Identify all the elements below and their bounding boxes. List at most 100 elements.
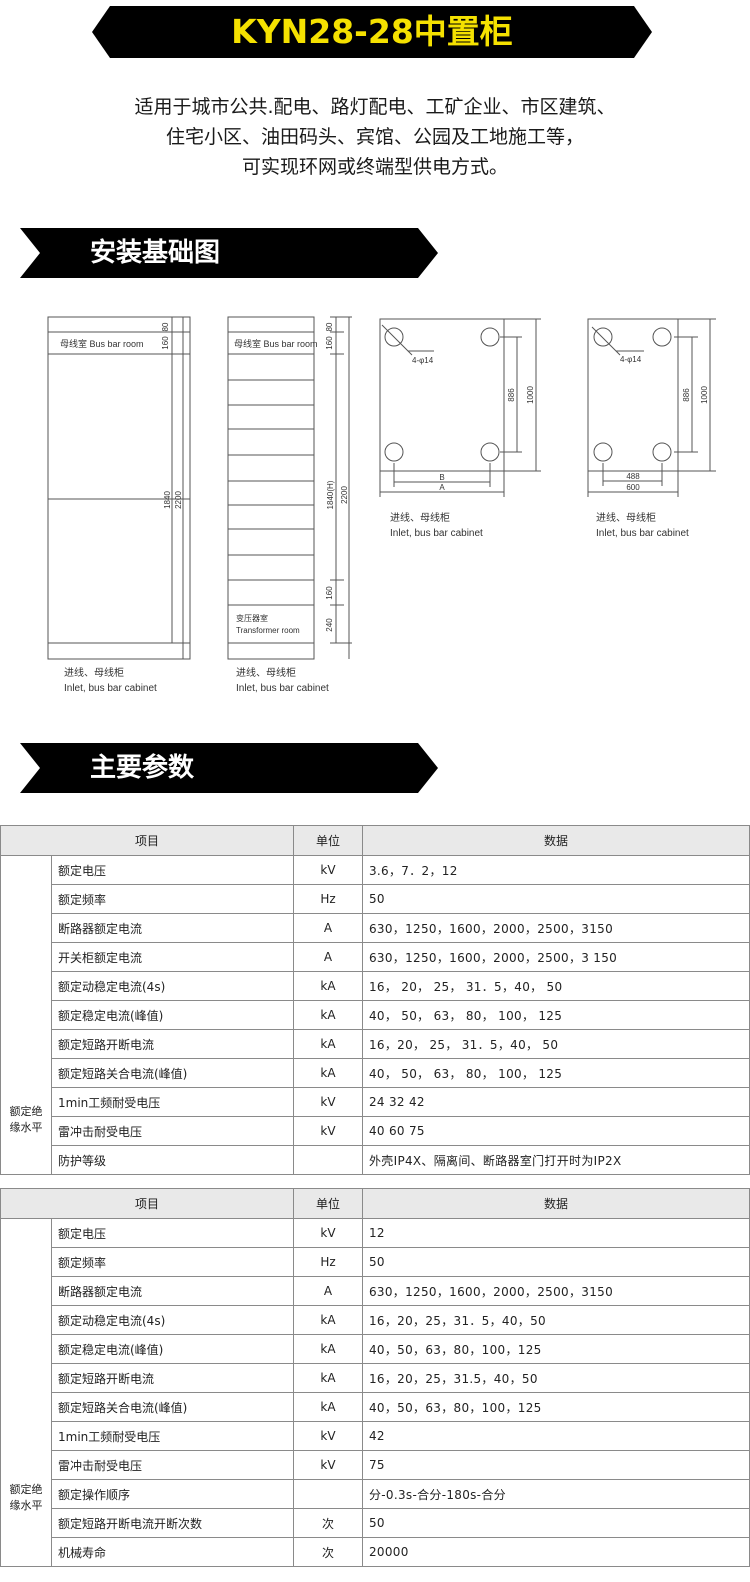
cab2-dim-1840h: 1840(H) (326, 480, 335, 509)
base1-dim-b: B (439, 473, 444, 482)
table2-item: 额定电压 (51, 1218, 294, 1248)
cab1-dim-160: 160 (161, 336, 170, 350)
table2-item: 额定短路开断电流 (51, 1363, 294, 1393)
table-row: 1min工频耐受电压 kV 24 32 42 (1, 1087, 750, 1117)
table1-unit: Hz (293, 884, 363, 914)
table-row: 额定动稳定电流(4s) kA 16，20，25，31．5，40，50 (1, 1305, 750, 1335)
table-row: 断路器额定电流 A 630，1250，1600，2000，2500，3150 (1, 913, 750, 943)
table-row: 额定绝缘水平 额定电压 kV 3.6，7．2，12 (0, 855, 750, 1175)
table1-unit: kA (293, 1058, 363, 1088)
params-table-2: 项目 单位 数据 额定绝缘水平 额定电压 kV 12 额定频率 Hz 50 断路… (0, 1188, 750, 1567)
table1-header-unit: 单位 (293, 825, 363, 856)
table1-value: 630，1250，1600，2000，2500，3150 (362, 913, 750, 943)
table1-item: 1min工频耐受电压 (51, 1087, 294, 1117)
table2-value: 75 (362, 1450, 750, 1480)
table2-value: 20000 (362, 1537, 750, 1567)
table2-unit (293, 1479, 363, 1509)
base2-hole-label: 4-φ14 (620, 355, 642, 364)
section-install-banner: 安装基础图 (20, 228, 438, 278)
cab1-dim-1840: 1840 (163, 491, 172, 509)
installation-drawing-svg: 母线室 Bus bar room 80 160 1840 2200 进线、母线柜… (47, 316, 716, 694)
intro-line-2: 住宅小区、油田码头、宾馆、公园及工地施工等， (165, 126, 584, 148)
cab2-dim-2200: 2200 (340, 486, 349, 504)
table1-unit: kV (293, 1087, 363, 1117)
table2-unit: Hz (293, 1247, 363, 1277)
cab1-caption-en: Inlet, bus bar cabinet (64, 683, 157, 694)
cab2-dim-80: 80 (325, 322, 334, 331)
intro-line-3: 可实现环网或终端型供电方式。 (241, 156, 508, 178)
table1-unit (293, 1145, 363, 1175)
table-row: 开关柜额定电流 A 630，1250，1600，2000，2500，3 150 (1, 942, 750, 972)
table2-unit: kA (293, 1392, 363, 1422)
table2-unit: 次 (293, 1508, 363, 1538)
table2-value: 16，20，25，31.5，40，50 (362, 1363, 750, 1393)
table1-unit: kA (293, 1029, 363, 1059)
table1-item: 额定电压 (51, 855, 294, 885)
cab2-dim-240: 240 (325, 618, 334, 632)
table2-item: 1min工频耐受电压 (51, 1421, 294, 1451)
page-title: KYN28-28中置柜 (231, 12, 513, 51)
table2-value: 40，50，63，80，100，125 (362, 1392, 750, 1422)
table-row: 断路器额定电流 A 630，1250，1600，2000，2500，3150 (1, 1276, 750, 1306)
table1-item: 额定动稳定电流(4s) (51, 971, 294, 1001)
table1-value: 外壳IP4X、隔离间、断路器室门打开时为IP2X (362, 1145, 750, 1175)
cab1-room-label: 母线室 Bus bar room (60, 338, 144, 349)
table2-header-item: 项目 (0, 1188, 294, 1219)
table1-item: 额定短路开断电流 (51, 1029, 294, 1059)
table1-item: 雷冲击耐受电压 (51, 1116, 294, 1146)
title-banner: KYN28-28中置柜 (92, 6, 652, 58)
table2-unit: kA (293, 1305, 363, 1335)
table1-item: 防护等级 (51, 1145, 294, 1175)
table2-item: 额定操作顺序 (51, 1479, 294, 1509)
cab1-caption-cn: 进线、母线柜 (64, 666, 124, 679)
table-row: 额定动稳定电流(4s) kA 16， 20， 25， 31．5，40， 50 (1, 971, 750, 1001)
base2-dim-886: 886 (682, 388, 691, 402)
table2-unit: A (293, 1276, 363, 1306)
table-row: 额定稳定电流(峰值) kA 40，50，63，80，100，125 (1, 1334, 750, 1364)
table1-unit: kA (293, 1000, 363, 1030)
intro-line-1: 适用于城市公共.配电、路灯配电、工矿企业、市区建筑、 (134, 96, 616, 118)
cab2-room-label: 母线室 Bus bar room (234, 338, 318, 349)
table2-item: 额定稳定电流(峰值) (51, 1334, 294, 1364)
cab2-caption-cn: 进线、母线柜 (236, 666, 296, 679)
section-params-title: 主要参数 (90, 753, 195, 783)
table1-value: 40， 50， 63， 80， 100， 125 (362, 1000, 750, 1030)
base1-dim-1000: 1000 (526, 386, 535, 404)
table-row: 额定稳定电流(峰值) kA 40， 50， 63， 80， 100， 125 (1, 1000, 750, 1030)
table2-group-label: 额定绝缘水平 (0, 1218, 52, 1567)
table2-unit: kA (293, 1334, 363, 1364)
table2-value: 50 (362, 1247, 750, 1277)
table1-header-value: 数据 (362, 825, 750, 856)
table1-value: 16， 20， 25， 31．5，40， 50 (362, 971, 750, 1001)
intro-text: 适用于城市公共.配电、路灯配电、工矿企业、市区建筑、 住宅小区、油田码头、宾馆、… (0, 92, 750, 182)
table2-item: 额定短路关合电流(峰值) (51, 1392, 294, 1422)
table-row: 额定频率 Hz 50 (1, 884, 750, 914)
base2-dim-1000: 1000 (700, 386, 709, 404)
table-row: 防护等级 外壳IP4X、隔离间、断路器室门打开时为IP2X (1, 1145, 750, 1175)
table1-item: 开关柜额定电流 (51, 942, 294, 972)
table1-unit: A (293, 942, 363, 972)
base1-hole-label: 4-φ14 (412, 356, 434, 365)
base2-dim-600: 600 (626, 483, 640, 492)
table2-value: 12 (362, 1218, 750, 1248)
table1-value: 3.6，7．2，12 (362, 855, 750, 885)
table2-unit: kV (293, 1218, 363, 1248)
base1-dim-a: A (439, 483, 445, 492)
table-row: 雷冲击耐受电压 kV 40 60 75 (1, 1116, 750, 1146)
table1-unit: kA (293, 971, 363, 1001)
table2-header-unit: 单位 (293, 1188, 363, 1219)
table-row: 额定短路开断电流 kA 16，20，25，31.5，40，50 (1, 1363, 750, 1393)
base2-caption-cn: 进线、母线柜 (596, 511, 656, 524)
table2-unit: 次 (293, 1537, 363, 1567)
table2-item: 额定动稳定电流(4s) (51, 1305, 294, 1335)
table2-header-value: 数据 (362, 1188, 750, 1219)
table1-group-text: 额定绝缘水平 (9, 1105, 43, 1134)
base2-dim-488: 488 (626, 472, 640, 481)
table1-item: 额定频率 (51, 884, 294, 914)
section-params-shape (20, 743, 438, 793)
table-row: 额定短路关合电流(峰值) kA 40， 50， 63， 80， 100， 125 (1, 1058, 750, 1088)
base1-caption-en: Inlet, bus bar cabinet (390, 528, 483, 539)
table-row: 额定短路开断电流 kA 16，20， 25， 31．5，40， 50 (1, 1029, 750, 1059)
table1-value: 24 32 42 (362, 1087, 750, 1117)
table2-value: 40，50，63，80，100，125 (362, 1334, 750, 1364)
